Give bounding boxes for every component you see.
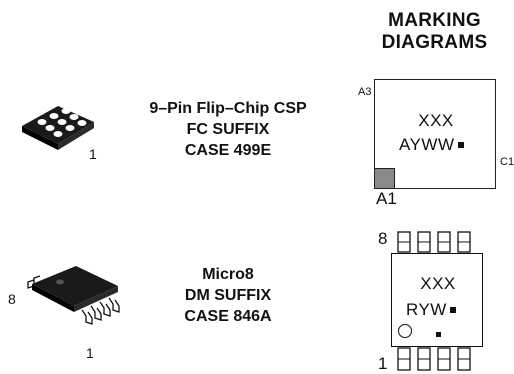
package1-suffix: FC SUFFIX xyxy=(186,121,270,138)
package2-title: Micro8 xyxy=(202,266,254,283)
corner-label-a3: A3 xyxy=(358,86,372,98)
package2-case: CASE 846A xyxy=(184,308,272,325)
micro8-package-illustration xyxy=(27,266,120,325)
micro8-marking-pin1-label: 1 xyxy=(378,354,388,373)
flip-chip-marking-line1: XXX xyxy=(418,111,454,130)
flip-chip-marking-line2: AYWW xyxy=(399,135,455,154)
micro8-center-dot xyxy=(436,332,441,337)
package1-description: 9–Pin Flip–Chip CSP FC SUFFIX CASE 499E xyxy=(118,98,338,161)
flip-chip-marking-box: XXX AYWW xyxy=(374,79,496,189)
micro8-pin8-label: 8 xyxy=(8,291,16,307)
package2-suffix: DM SUFFIX xyxy=(184,287,272,304)
flip-chip-pin1-label: 1 xyxy=(89,146,97,162)
pb-free-dot xyxy=(449,307,456,313)
micro8-bottom-pins xyxy=(397,347,471,371)
pb-free-dot xyxy=(457,142,464,148)
micro8-marking-line2: RYW xyxy=(406,300,447,319)
corner-label-c1: C1 xyxy=(500,156,514,168)
package2-description: Micro8 DM SUFFIX CASE 846A xyxy=(148,264,308,327)
heading-line1: MARKING xyxy=(388,10,481,31)
flip-chip-package-illustration xyxy=(22,106,94,150)
pin-a1-indicator xyxy=(375,168,395,188)
marking-diagrams-heading: MARKING DIAGRAMS xyxy=(362,10,507,54)
micro8-marking-box: XXX RYW xyxy=(391,253,483,347)
micro8-marking-line2-wrap: RYW xyxy=(406,300,456,320)
flip-chip-marking-line2-wrap: AYWW xyxy=(399,135,464,155)
micro8-top-pins xyxy=(397,231,471,253)
package1-title: 9–Pin Flip–Chip CSP xyxy=(149,100,307,117)
package1-case: CASE 499E xyxy=(184,142,272,159)
heading-line2: DIAGRAMS xyxy=(381,32,488,53)
corner-label-a1: A1 xyxy=(376,189,397,208)
micro8-marking-pin8-label: 8 xyxy=(378,229,388,248)
micro8-pin1-label: 1 xyxy=(86,345,94,361)
pin1-circle-indicator xyxy=(398,324,412,338)
micro8-marking-line1: XXX xyxy=(420,274,456,293)
